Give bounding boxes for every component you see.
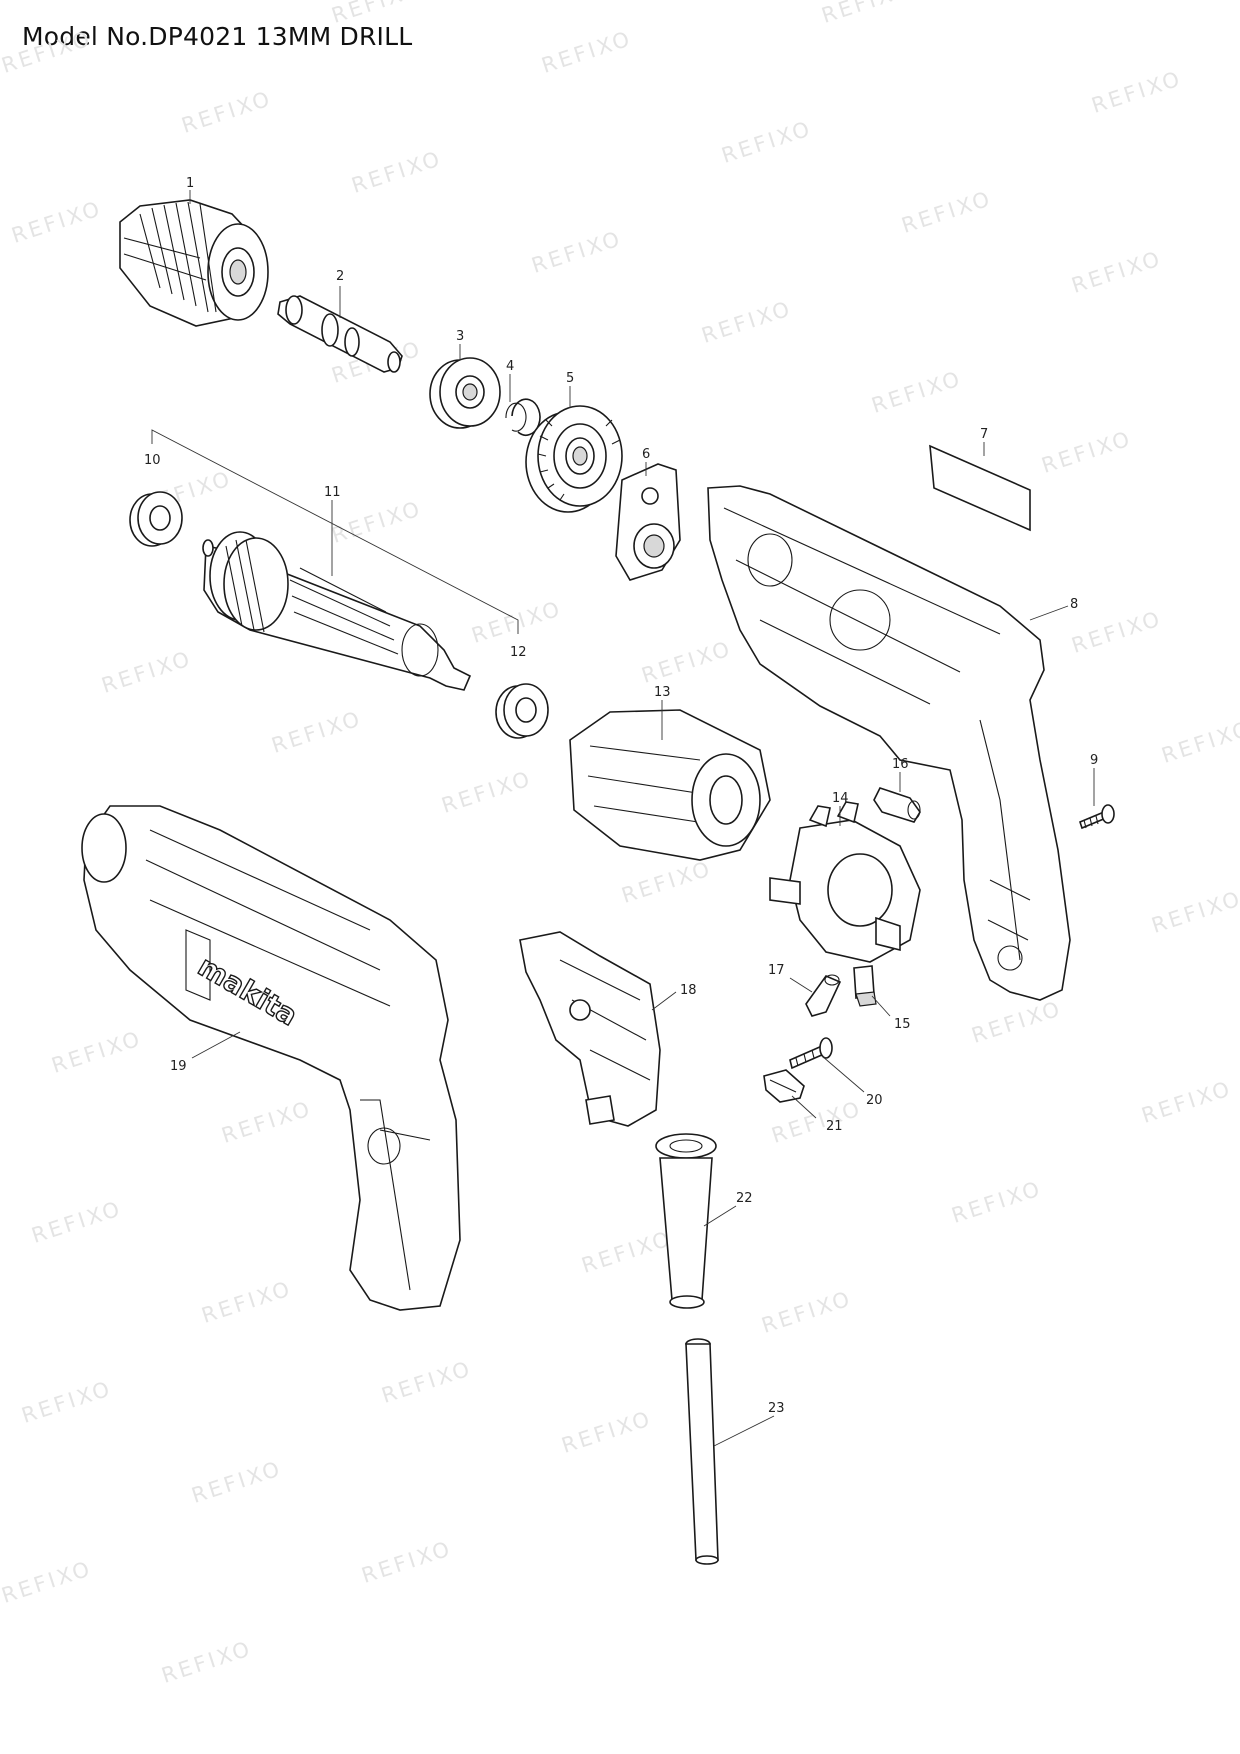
page-title: Model No.DP4021 13MM DRILL — [22, 22, 413, 51]
leader-lines — [151, 190, 1095, 1447]
callout-11: 11 — [324, 485, 341, 500]
part-7-name-plate[interactable] — [929, 444, 1031, 532]
callout-4: 4 — [506, 359, 514, 374]
part-17-capacitor[interactable] — [805, 974, 842, 1017]
callout-10: 10 — [144, 453, 161, 468]
callout-9: 9 — [1090, 753, 1098, 768]
part-18-switch[interactable] — [519, 931, 661, 1127]
part-11-armature[interactable] — [202, 531, 472, 691]
part-12-ball-bearing[interactable] — [495, 683, 549, 739]
callout-labels: 1 2 3 4 5 6 7 8 9 10 11 12 13 16 14 15 1… — [144, 176, 1098, 1416]
part-15-carbon-brush[interactable] — [853, 965, 877, 1007]
callout-5: 5 — [566, 371, 574, 386]
part-14-brush-holder[interactable] — [769, 801, 921, 963]
part-21-strain-relief[interactable] — [763, 1069, 805, 1103]
part-19-housing-left[interactable]: makita — [81, 805, 461, 1311]
part-2-spindle[interactable] — [277, 295, 403, 373]
callout-14: 14 — [832, 791, 849, 806]
callout-3: 3 — [456, 329, 464, 344]
callout-20: 20 — [866, 1093, 883, 1108]
part-23-cord[interactable] — [685, 1338, 719, 1565]
part-16-brush-cap[interactable] — [873, 787, 921, 823]
callout-2: 2 — [336, 269, 344, 284]
part-13-field[interactable] — [569, 709, 771, 861]
callout-23: 23 — [768, 1401, 785, 1416]
callout-22: 22 — [736, 1191, 753, 1206]
part-3-ball-bearing[interactable] — [429, 357, 501, 429]
part-10-ball-bearing[interactable] — [129, 491, 183, 547]
callout-19: 19 — [170, 1059, 187, 1074]
part-9-tapping-screw[interactable] — [1079, 804, 1115, 830]
callout-8: 8 — [1070, 597, 1078, 612]
callout-16: 16 — [892, 757, 909, 772]
part-4-retaining-ring[interactable] — [505, 398, 541, 436]
part-8-housing-right[interactable] — [707, 485, 1071, 1001]
callout-7: 7 — [980, 427, 988, 442]
callout-13: 13 — [654, 685, 671, 700]
callout-15: 15 — [894, 1017, 911, 1032]
callout-21: 21 — [826, 1119, 843, 1134]
callout-17: 17 — [768, 963, 785, 978]
part-6-bearing-retainer[interactable] — [615, 463, 681, 581]
callout-12: 12 — [510, 645, 527, 660]
part-22-cord-guard[interactable] — [655, 1133, 717, 1309]
callout-6: 6 — [642, 447, 650, 462]
part-1-keyless-chuck[interactable] — [119, 199, 269, 327]
callout-1: 1 — [186, 176, 194, 191]
part-20-tapping-screw[interactable] — [789, 1037, 833, 1070]
part-5-spur-gear[interactable] — [525, 405, 623, 513]
callout-18: 18 — [680, 983, 697, 998]
